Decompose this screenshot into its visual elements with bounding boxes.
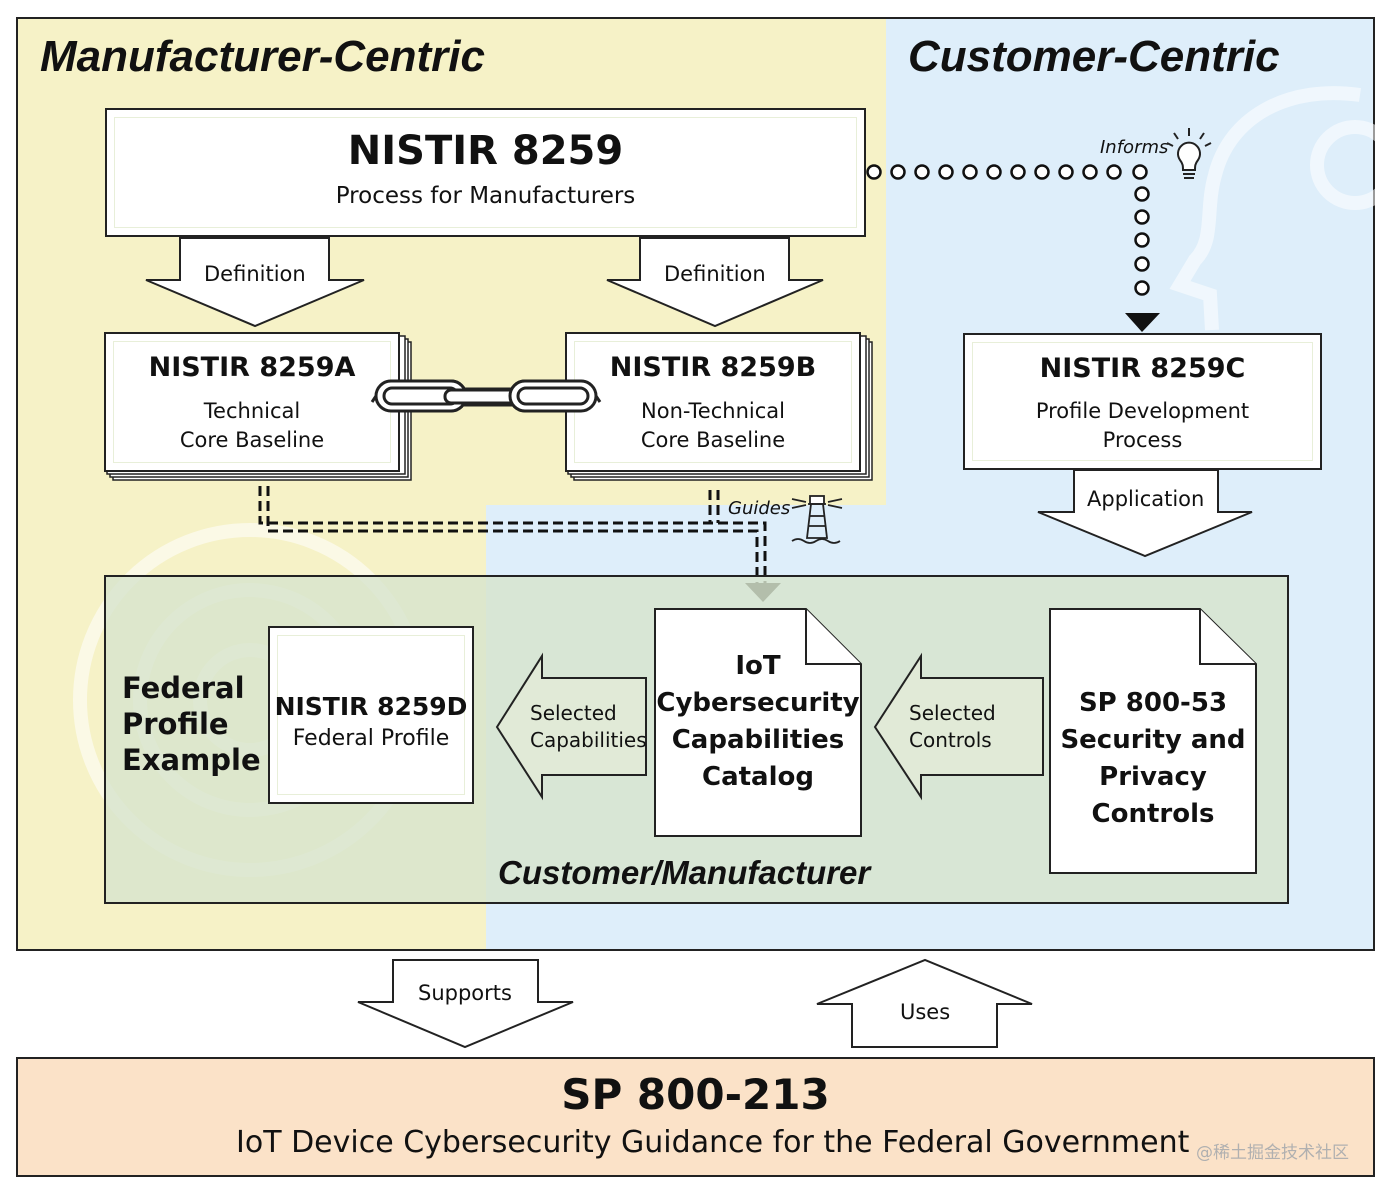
uses-label: Uses — [900, 1000, 951, 1024]
nistir-8259b-line2: Core Baseline — [640, 428, 786, 452]
uses-arrow — [816, 958, 1033, 1048]
nistir-8259a-line1: Technical — [203, 399, 301, 423]
nistir-8259c-title: NISTIR 8259C — [1039, 353, 1246, 384]
definition-arrow-left — [145, 237, 365, 328]
supports-arrow — [357, 959, 574, 1049]
nistir-8259a-title: NISTIR 8259A — [148, 352, 356, 383]
watermark: @稀土掘金技术社区 — [1196, 1143, 1349, 1163]
iot-catalog-text: IoT Cybersecurity Capabilities Catalog — [656, 651, 860, 792]
supports-label: Supports — [418, 981, 512, 1005]
informs-dotted-connector — [866, 164, 1150, 296]
guides-dashed-connector — [258, 486, 767, 583]
sp-800-53-document — [1049, 608, 1257, 874]
application-label: Application — [1087, 487, 1205, 511]
nistir-8259b-box: NISTIR 8259B Non-Technical Core Baseline — [565, 332, 861, 472]
customer-centric-heading: Customer-Centric — [908, 32, 1280, 81]
federal-profile-example-label: Federal Profile Example — [122, 671, 261, 777]
sp-800-213-subtitle: IoT Device Cybersecurity Guidance for th… — [236, 1125, 1190, 1160]
application-arrow — [1037, 469, 1253, 558]
nistir-8259a-line2: Core Baseline — [179, 428, 325, 452]
customer-manufacturer-heading: Customer/Manufacturer — [498, 854, 871, 891]
informs-arrowhead — [1125, 313, 1160, 332]
nistir-8259d-subtitle: Federal Profile — [292, 726, 450, 751]
selected-capabilities-arrow — [495, 652, 647, 801]
nistir-8259c-box: NISTIR 8259C Profile Development Process — [963, 333, 1322, 470]
definition-label-right: Definition — [664, 262, 766, 286]
definition-arrow-right — [606, 237, 824, 328]
selected-controls-label: Selected Controls — [909, 701, 996, 752]
nistir-8259c-line1: Profile Development — [1035, 399, 1250, 423]
guides-label: Guides — [728, 498, 791, 519]
sp-800-213-title: SP 800-213 — [561, 1070, 830, 1119]
nistir-8259-box: NISTIR 8259 Process for Manufacturers — [105, 108, 866, 237]
selected-capabilities-label: Selected Capabilities — [530, 701, 647, 752]
definition-label-left: Definition — [204, 262, 306, 286]
nistir-8259-subtitle: Process for Manufacturers — [335, 183, 636, 209]
iot-catalog-document — [654, 608, 862, 837]
manufacturer-centric-heading: Manufacturer-Centric — [40, 32, 485, 81]
nistir-8259d-title: NISTIR 8259D — [274, 692, 468, 721]
nistir-8259c-line2: Process — [1102, 428, 1183, 452]
informs-label: Informs — [1100, 137, 1169, 158]
nistir-8259b-line1: Non-Technical — [641, 399, 785, 423]
sp-800-53-text: SP 800-53 Security and Privacy Controls — [1060, 688, 1246, 829]
outer-frame — [16, 17, 1375, 951]
nistir-8259b-title: NISTIR 8259B — [609, 352, 817, 383]
selected-controls-arrow — [873, 652, 1044, 801]
sp-800-213-box: SP 800-213 IoT Device Cybersecurity Guid… — [16, 1057, 1375, 1177]
nistir-8259-title: NISTIR 8259 — [347, 128, 624, 174]
